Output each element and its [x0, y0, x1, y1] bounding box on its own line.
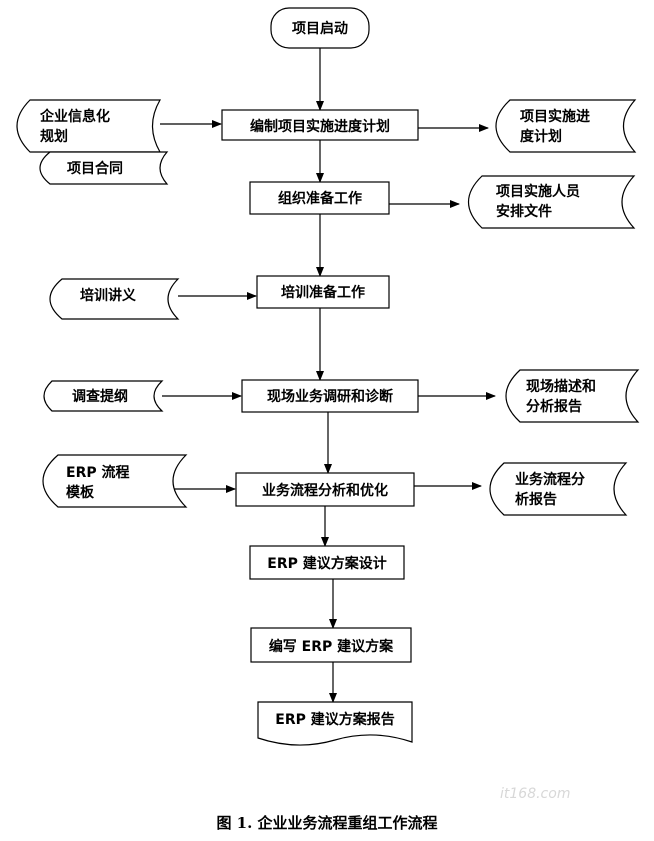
- output-process-report: 业务流程分 析报告: [489, 462, 628, 516]
- process-box: [256, 275, 390, 309]
- process-report-label-line2: 析报告: [515, 491, 557, 508]
- org-label: 组织准备工作: [278, 190, 362, 207]
- input-info-plan: 企业信息化 规划: [16, 99, 162, 153]
- stored-data-shape: [39, 151, 169, 185]
- stored-data-shape: [16, 99, 162, 153]
- process-report-label-line1: 业务流程分: [515, 471, 585, 488]
- stored-data-shape: [42, 454, 188, 508]
- plan-label: 编制项目实施进度计划: [250, 118, 390, 135]
- output-staffing: 项目实施人员 安排文件: [468, 175, 636, 229]
- node-train: 培训准备工作: [256, 275, 390, 309]
- start-label: 项目启动: [292, 20, 348, 37]
- input-training-material: 培训讲义: [49, 278, 180, 320]
- stored-data-shape: [495, 99, 637, 153]
- design-label: ERP 建议方案设计: [267, 555, 386, 572]
- process-box: [250, 627, 412, 663]
- node-plan: 编制项目实施进度计划: [221, 109, 419, 141]
- input-erp-template: ERP 流程 模板: [42, 454, 188, 508]
- info-plan-label-line2: 规划: [40, 128, 68, 145]
- process-box: [241, 379, 419, 413]
- node-report: ERP 建议方案报告: [257, 701, 413, 746]
- training-material-label: 培训讲义: [80, 287, 136, 304]
- input-outline: 调查提纲: [43, 380, 164, 412]
- info-plan-label-line1: 企业信息化: [39, 108, 110, 125]
- analysis-label: 业务流程分析和优化: [262, 482, 388, 499]
- contract-label: 项目合同: [67, 160, 123, 177]
- stored-data-shape: [43, 380, 164, 412]
- node-org: 组织准备工作: [249, 181, 390, 215]
- start-terminator: [270, 7, 370, 49]
- node-write: 编写 ERP 建议方案: [250, 627, 412, 663]
- node-analysis: 业务流程分析和优化: [235, 472, 415, 507]
- output-site-report: 现场描述和 分析报告: [505, 369, 640, 423]
- staffing-label-line1: 项目实施人员: [496, 183, 580, 200]
- outline-label: 调查提纲: [72, 388, 128, 405]
- figure-caption: 图 1. 企业业务流程重组工作流程: [216, 814, 438, 832]
- input-contract: 项目合同: [39, 151, 169, 185]
- report-label: ERP 建议方案报告: [275, 711, 394, 728]
- stored-data-shape: [505, 369, 640, 423]
- node-survey: 现场业务调研和诊断: [241, 379, 419, 413]
- watermark: it168.com: [500, 786, 570, 802]
- document-shape: [257, 701, 413, 746]
- node-design: ERP 建议方案设计: [249, 545, 405, 580]
- staffing-label-line2: 安排文件: [496, 203, 552, 220]
- site-report-label-line1: 现场描述和: [526, 378, 596, 395]
- node-start: 项目启动: [270, 7, 370, 49]
- process-box: [235, 472, 415, 507]
- erp-template-label-line1: ERP 流程: [66, 464, 129, 481]
- site-report-label-line2: 分析报告: [526, 398, 582, 415]
- process-box: [249, 545, 405, 580]
- stored-data-shape: [49, 278, 180, 320]
- stored-data-shape: [489, 462, 628, 516]
- erp-template-label-line2: 模板: [66, 484, 95, 501]
- write-label: 编写 ERP 建议方案: [269, 638, 394, 655]
- process-box: [249, 181, 390, 215]
- schedule-label-line2: 度计划: [520, 128, 562, 145]
- process-box: [221, 109, 419, 141]
- schedule-label-line1: 项目实施进: [520, 108, 590, 125]
- train-label: 培训准备工作: [281, 284, 365, 301]
- connectors: [160, 46, 496, 703]
- stored-data-shape: [468, 175, 636, 229]
- survey-label: 现场业务调研和诊断: [267, 388, 393, 405]
- output-schedule: 项目实施进 度计划: [495, 99, 637, 153]
